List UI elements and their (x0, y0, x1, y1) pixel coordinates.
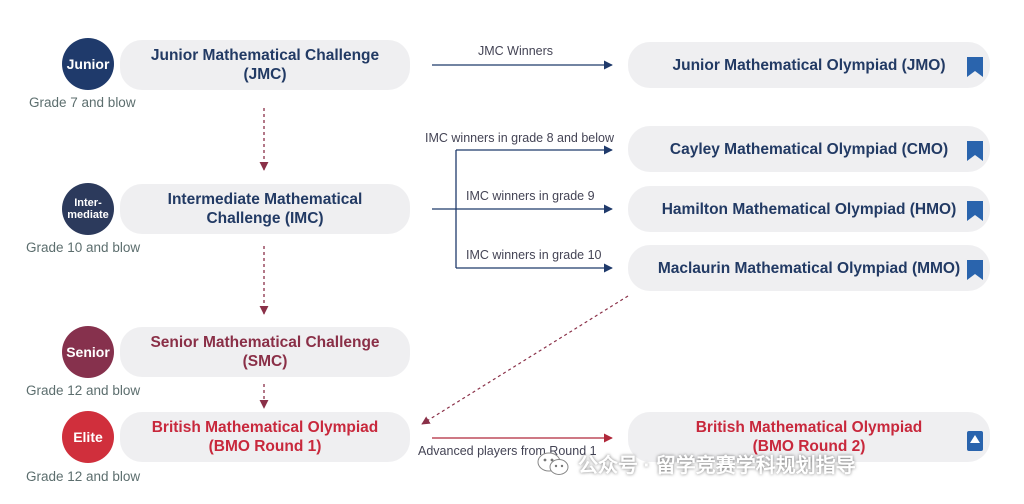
edge-label-imc-grade10: IMC winners in grade 10 (466, 248, 602, 262)
badge-elite: Elite (62, 411, 114, 463)
edge-label-imc-grade8: IMC winners in grade 8 and below (425, 131, 614, 145)
grade-label-junior: Grade 7 and blow (29, 95, 136, 110)
edge-label-imc-grade9: IMC winners in grade 9 (466, 189, 595, 203)
badge-junior: Junior (62, 38, 114, 90)
box-imc: Intermediate Mathematical Challenge (IMC… (120, 184, 410, 234)
box-bmo-round-1: British Mathematical Olympiad (BMO Round… (120, 412, 410, 462)
grade-label-senior: Grade 12 and blow (26, 383, 141, 398)
dotted-arrow-mmo-bmo1 (421, 295, 629, 425)
bookmark-icon (967, 141, 983, 161)
watermark: 公众号 · 留学竞赛学科规划指导 (536, 449, 856, 478)
box-bmo-round-2: British Mathematical Olympiad (BMO Round… (628, 412, 990, 462)
badge-senior: Senior (62, 326, 114, 378)
box-jmc: Junior Mathematical Challenge (JMC) (120, 40, 410, 90)
grade-label-intermediate: Grade 10 and blow (26, 240, 141, 255)
badge-intermediate: Inter- mediate (62, 183, 114, 235)
box-mmo: Maclaurin Mathematical Olympiad (MMO) (628, 245, 990, 291)
bookmark-icon (967, 201, 983, 221)
box-hmo: Hamilton Mathematical Olympiad (HMO) (628, 186, 990, 232)
wechat-icon (537, 452, 569, 475)
box-jmo: Junior Mathematical Olympiad (JMO) (628, 42, 990, 88)
bookmark-icon (967, 260, 983, 280)
trophy-icon (967, 431, 983, 451)
box-smc: Senior Mathematical Challenge (SMC) (120, 327, 410, 377)
bookmark-icon (967, 57, 983, 77)
grade-label-elite: Grade 12 and blow (26, 469, 141, 484)
box-cmo: Cayley Mathematical Olympiad (CMO) (628, 126, 990, 172)
watermark-text: 公众号 · 留学竞赛学科规划指导 (578, 455, 856, 477)
edge-label-jmc-winners: JMC Winners (478, 44, 554, 58)
